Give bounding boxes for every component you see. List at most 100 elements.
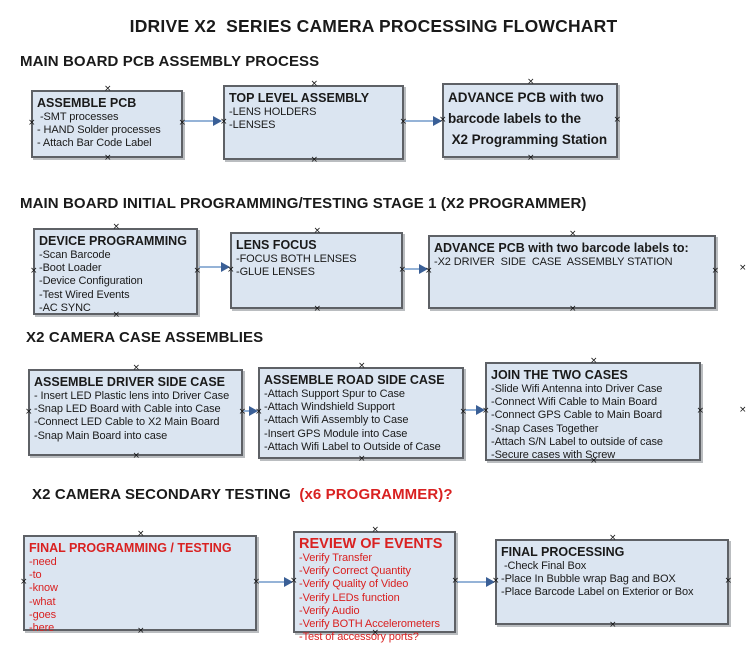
box-item: - Attach Bar Code Label — [37, 137, 152, 150]
box-item: - HAND Solder processes — [37, 124, 161, 137]
connection-point-icon: × — [137, 529, 145, 539]
connection-point-icon: × — [724, 576, 732, 586]
connection-point-icon: × — [104, 84, 112, 94]
box-item: -Insert GPS Module into Case — [264, 427, 408, 440]
connection-point-icon: × — [132, 451, 141, 461]
connection-point-icon: × — [104, 153, 112, 163]
box-assemble-pcb: ASSEMBLE PCB -SMT processes - HAND Solde… — [28, 85, 186, 163]
connection-point-icon: × — [20, 577, 28, 587]
box-item: X2 Programming Station — [448, 132, 607, 147]
box-item: -goes — [29, 608, 57, 621]
box-title: DEVICE PROGRAMMING — [39, 234, 187, 248]
box-item: -X2 DRIVER SIDE CASE ASSEMBLY STATION — [434, 256, 673, 268]
box-item: -Test of accessory ports? — [299, 631, 419, 644]
box-title: ADVANCE PCB with two barcode labels to: — [434, 241, 689, 255]
box-title: ASSEMBLE ROAD SIDE CASE — [264, 373, 445, 387]
box-title: ASSEMBLE PCB — [37, 96, 137, 110]
box-item: -Attach S/N Label to outside of case — [491, 435, 663, 448]
box-title: TOP LEVEL ASSEMBLY — [229, 91, 370, 105]
box-item: -what — [29, 595, 56, 608]
connection-point-icon: × — [399, 116, 407, 127]
box-item: -need — [29, 556, 57, 568]
box-item: -Verify Transfer — [299, 552, 372, 564]
box-item: -to — [29, 569, 42, 582]
connection-point-icon: × — [310, 155, 319, 165]
connection-point-icon: × — [613, 114, 621, 125]
box-item: -LENSES — [229, 119, 276, 132]
connection-point-icon: × — [310, 79, 319, 89]
box-top-level-assembly: TOP LEVEL ASSEMBLY -LENS HOLDERS -LENSES… — [220, 80, 407, 165]
box-item: -LENS HOLDERS — [229, 106, 317, 118]
connection-point-icon: × — [112, 222, 121, 232]
box-item: -Test Wired Events — [39, 288, 130, 301]
box-item: barcode labels to the — [448, 111, 581, 126]
connection-point-icon: × — [358, 361, 366, 371]
connection-point-icon: × — [358, 454, 366, 464]
box-review-of-events: REVIEW OF EVENTS -Verify Transfer -Verif… — [290, 526, 459, 644]
connection-point-icon: × — [30, 265, 38, 276]
section-heading-initial-programming: MAIN BOARD INITIAL PROGRAMMING/TESTING S… — [20, 195, 587, 212]
box-item: -Attach Wifi Label to Outside of Case — [264, 440, 441, 453]
section-heading-case-assemblies: X2 CAMERA CASE ASSEMBLIES — [26, 329, 264, 346]
connection-point-icon: × — [590, 356, 598, 366]
box-final-programming-testing: FINAL PROGRAMMING / TESTING -need -to -k… — [20, 530, 260, 636]
box-item: -Verify Audio — [299, 604, 360, 617]
box-item: -Snap LED Board with Cable into Case — [34, 403, 221, 416]
box-title: LENS FOCUS — [236, 238, 317, 252]
box-lens-focus: LENS FOCUS -FOCUS BOTH LENSES -GLUE LENS… — [227, 227, 406, 314]
page-title: IDRIVE X2 SERIES CAMERA PROCESSING FLOWC… — [129, 16, 618, 36]
box-item: -FOCUS BOTH LENSES — [236, 253, 357, 265]
box-item: -Connect Wifi Cable to Main Board — [491, 396, 658, 409]
box-item: -Verify LEDs function — [299, 591, 400, 604]
box-advance-pcb-driver-side-station: ADVANCE PCB with two barcode labels to: … — [425, 230, 719, 314]
box-item: -Scan Barcode — [39, 249, 111, 261]
connection-point-icon: × — [569, 229, 577, 239]
connection-point-icon: × — [398, 264, 406, 275]
box-item: -Attach Windshield Support — [264, 401, 395, 414]
box-title: REVIEW OF EVENTS — [299, 536, 443, 552]
connection-point-icon: × — [25, 406, 33, 417]
box-item: -Connect LED Cable to X2 Main Board — [34, 416, 220, 429]
box-title: FINAL PROCESSING — [501, 545, 625, 559]
box-item: -AC SYNC — [39, 301, 91, 314]
box-item: -Place Barcode Label on Exterior or Box — [501, 586, 694, 599]
box-advance-pcb-programming-station: ADVANCE PCB with two barcode labels to t… — [439, 78, 621, 163]
connection-point-icon: × — [711, 266, 719, 276]
connection-point-icon: × — [313, 304, 322, 314]
box-assemble-road-side-case: ASSEMBLE ROAD SIDE CASE -Attach Support … — [255, 362, 467, 464]
connection-point-icon: × — [739, 263, 747, 273]
box-item: -Verify BOTH Accelerometers — [299, 618, 440, 631]
connection-point-icon: × — [609, 533, 617, 543]
box-item: -Attach Support Spur to Case — [264, 388, 405, 400]
box-item: -Device Configuration — [39, 275, 143, 288]
box-final-processing: FINAL PROCESSING -Check Final Box -Place… — [492, 534, 732, 630]
connection-point-icon: × — [527, 153, 535, 163]
heading-red-part: (x6 PROGRAMMER)? — [299, 486, 453, 503]
box-title: JOIN THE TWO CASES — [491, 368, 628, 382]
connection-point-icon: × — [609, 620, 617, 630]
section-heading-secondary-testing: X2 CAMERA SECONDARY TESTING (x6 PROGRAMM… — [32, 486, 453, 503]
connection-point-icon: × — [238, 406, 246, 417]
box-title: ASSEMBLE DRIVER SIDE CASE — [34, 375, 226, 389]
box-join-the-two-cases: JOIN THE TWO CASES -Slide Wifi Antenna i… — [482, 357, 704, 466]
box-item: -Verify Correct Quantity — [299, 565, 411, 578]
box-item: -Snap Main Board into case — [34, 429, 168, 442]
box-item: - Insert LED Plastic lens into Driver Ca… — [34, 390, 230, 402]
box-assemble-driver-side-case: ASSEMBLE DRIVER SIDE CASE - Insert LED P… — [25, 364, 246, 461]
box-item: -Secure cases with Screw — [491, 449, 616, 462]
connection-point-icon: × — [527, 77, 535, 87]
box-item: -Boot Loader — [39, 262, 102, 275]
box-device-programming: DEVICE PROGRAMMING -Scan Barcode -Boot L… — [30, 223, 201, 320]
box-item: -here — [29, 622, 55, 635]
connection-point-icon: × — [371, 525, 380, 535]
box-item: -Connect GPS Cable to Main Board — [491, 409, 663, 422]
connection-point-icon: × — [132, 363, 141, 373]
box-item: -Attach Wifi Assembly to Case — [264, 414, 409, 427]
section-heading-pcb-assembly: MAIN BOARD PCB ASSEMBLY PROCESS — [20, 53, 320, 70]
box-item: -Verify Quality of Video — [299, 578, 409, 591]
box-item: -Place In Bubble wrap Bag and BOX — [501, 573, 676, 586]
box-item: -SMT processes — [37, 111, 119, 123]
box-item: -Snap Cases Together — [491, 422, 599, 435]
connection-point-icon: × — [696, 405, 704, 416]
